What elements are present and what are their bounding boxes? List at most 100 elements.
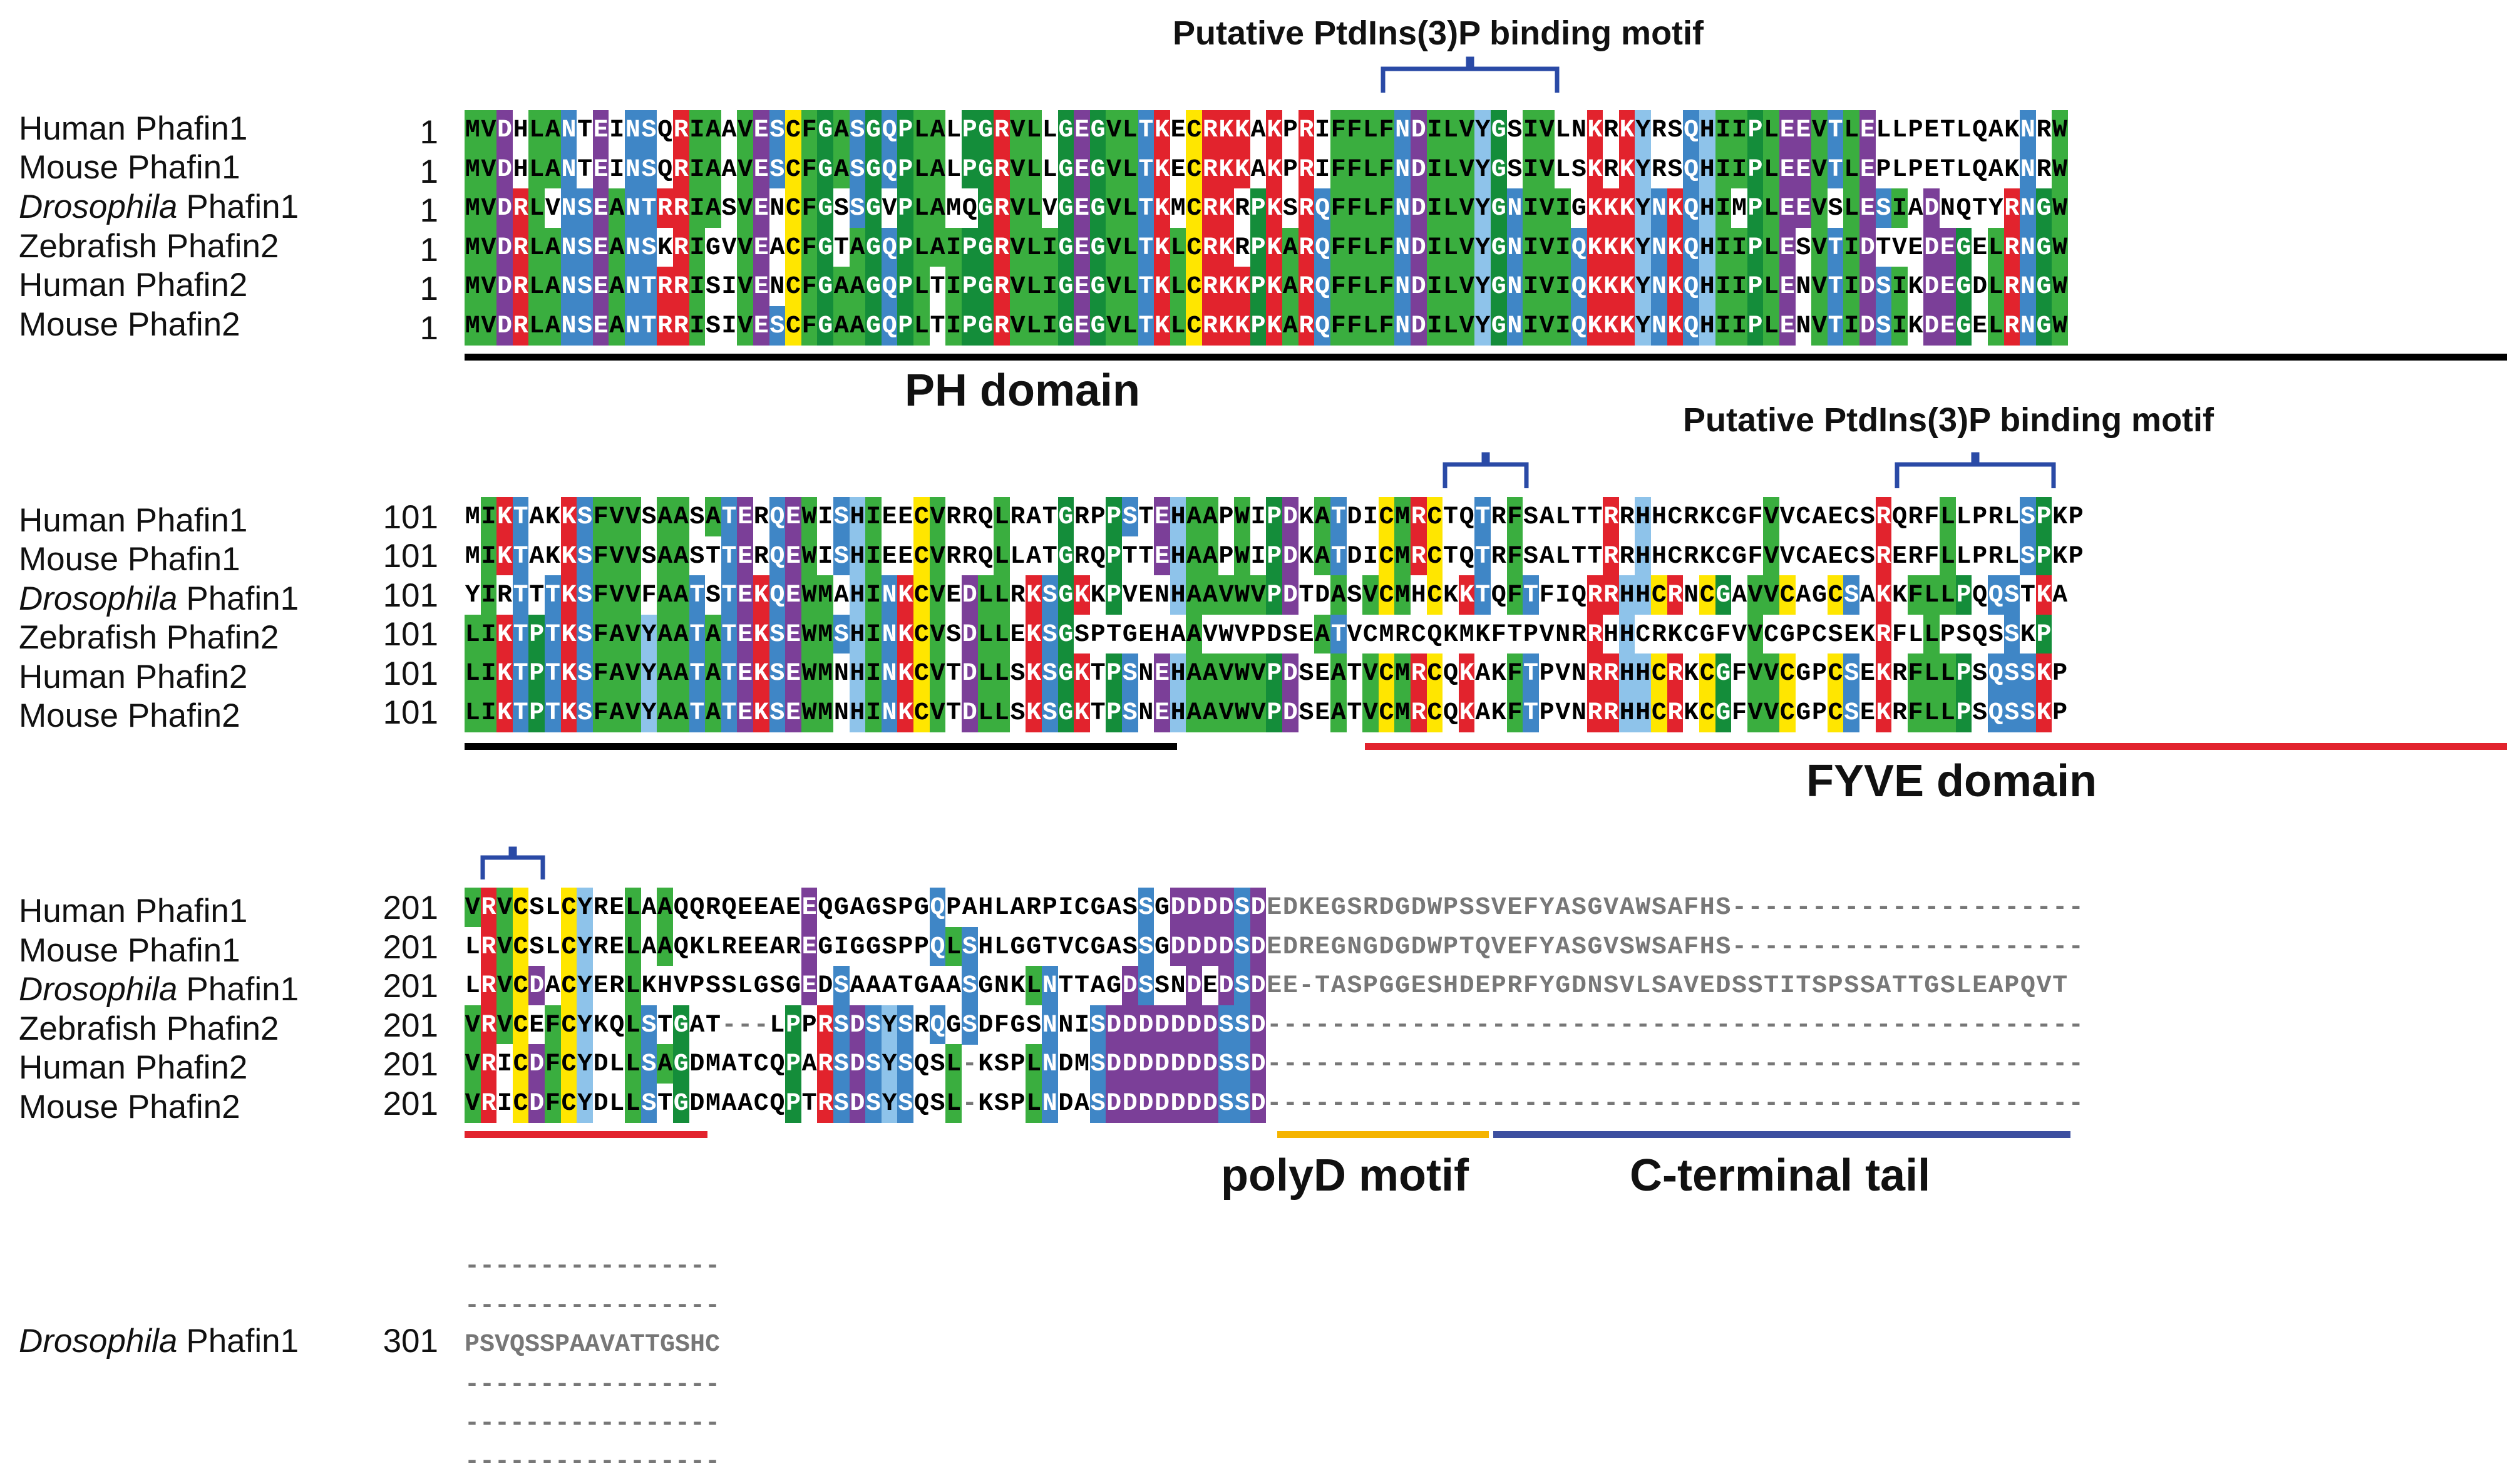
residue: A [833, 150, 850, 189]
residue: I [1362, 536, 1379, 576]
residue: R [1875, 536, 1892, 576]
residue: R [1234, 188, 1250, 228]
residue: W [1234, 575, 1250, 615]
residue: T [512, 497, 529, 536]
residue: Q [1972, 575, 1988, 615]
residue: Y [1987, 188, 2004, 228]
residue: T [512, 575, 529, 615]
residue: C [913, 575, 930, 615]
residue: S [705, 575, 721, 615]
residue: - [1940, 1012, 1955, 1040]
residue: P [1491, 972, 1506, 1000]
residue: I [1057, 888, 1074, 927]
c-terminal-tail-label: C-terminal tail [1630, 1151, 1931, 1201]
residue: R [1587, 615, 1603, 654]
residue: - [2036, 894, 2052, 922]
residue: L [1041, 150, 1058, 189]
residue: K [1266, 150, 1283, 189]
residue: S [2020, 653, 2036, 693]
residue: - [1635, 1090, 1651, 1118]
residue: - [753, 1012, 769, 1040]
residue: K [560, 693, 577, 732]
residue: G [1026, 927, 1042, 966]
species-label: Zebrafish Phafin2 [19, 228, 279, 265]
residue: I [721, 267, 738, 306]
residue: - [1379, 1012, 1394, 1040]
residue: V [737, 188, 753, 228]
residue: D [1282, 653, 1299, 693]
gap-row: ----------------- [465, 1448, 721, 1476]
residue: E [592, 267, 609, 306]
residue: D [1121, 1005, 1138, 1045]
residue: - [1267, 1090, 1282, 1118]
residue: Q [961, 188, 978, 228]
residue: V [480, 306, 497, 346]
residue: V [1458, 267, 1475, 306]
residue: Y [577, 966, 593, 1005]
residue: R [1298, 306, 1315, 346]
residue: R [994, 110, 1010, 150]
residue: - [1635, 1012, 1651, 1040]
residue: N [1795, 306, 1812, 346]
residue: G [1009, 927, 1026, 966]
residue: T [657, 1084, 673, 1123]
residue: N [881, 693, 898, 732]
residue: C [560, 1005, 577, 1045]
residue: E [801, 888, 818, 927]
residue: L [1955, 110, 1972, 150]
residue: M [1394, 497, 1411, 536]
residue: C [1651, 575, 1667, 615]
residue: L [1026, 267, 1042, 306]
residue: K [1298, 536, 1315, 576]
residue: E [528, 1005, 545, 1045]
residue: P [1266, 653, 1283, 693]
residue: S [1234, 888, 1250, 927]
residue: F [801, 267, 818, 306]
residue: D [1410, 110, 1427, 150]
residue: L [913, 267, 930, 306]
residue: P [528, 615, 545, 654]
residue: N [1041, 1005, 1058, 1045]
residue: V [1538, 267, 1555, 306]
residue: Q [1683, 306, 1699, 346]
residue: I [689, 267, 706, 306]
residue: E [1827, 497, 1844, 536]
residue: I [1523, 150, 1539, 189]
residue: A [672, 653, 689, 693]
residue: I [833, 927, 850, 966]
residue: G [1057, 653, 1074, 693]
residue: R [2035, 110, 2052, 150]
residue: E [1940, 228, 1956, 267]
residue: H [1699, 110, 1715, 150]
residue: A [1186, 497, 1203, 536]
residue: T [1074, 966, 1090, 1005]
residue: V [1555, 693, 1571, 732]
residue: - [1379, 1050, 1394, 1079]
residue: T [1106, 615, 1122, 654]
residue: Q [769, 575, 786, 615]
residue: G [1089, 150, 1106, 189]
residue: A [1555, 894, 1571, 922]
residue: C [1715, 497, 1732, 536]
residue: N [1506, 306, 1523, 346]
residue: A [1089, 966, 1106, 1005]
residue: E [1475, 972, 1491, 1000]
residue: D [496, 228, 513, 267]
residue: E [737, 693, 753, 732]
residue: T [512, 615, 529, 654]
residue: C [1779, 575, 1796, 615]
residue: Y [1474, 228, 1491, 267]
residue: E [1315, 894, 1330, 922]
residue: - [2020, 894, 2035, 922]
residue: P [897, 150, 914, 189]
residue: L [1121, 188, 1138, 228]
residue: - [2068, 1050, 2084, 1079]
residue: T [1138, 536, 1155, 576]
residue: T [689, 693, 706, 732]
residue: V [1250, 693, 1267, 732]
residue: R [1651, 615, 1667, 654]
residue: R [1009, 497, 1026, 536]
residue: T [1827, 306, 1844, 346]
residue: F [1346, 150, 1363, 189]
residue: - [2004, 933, 2020, 961]
